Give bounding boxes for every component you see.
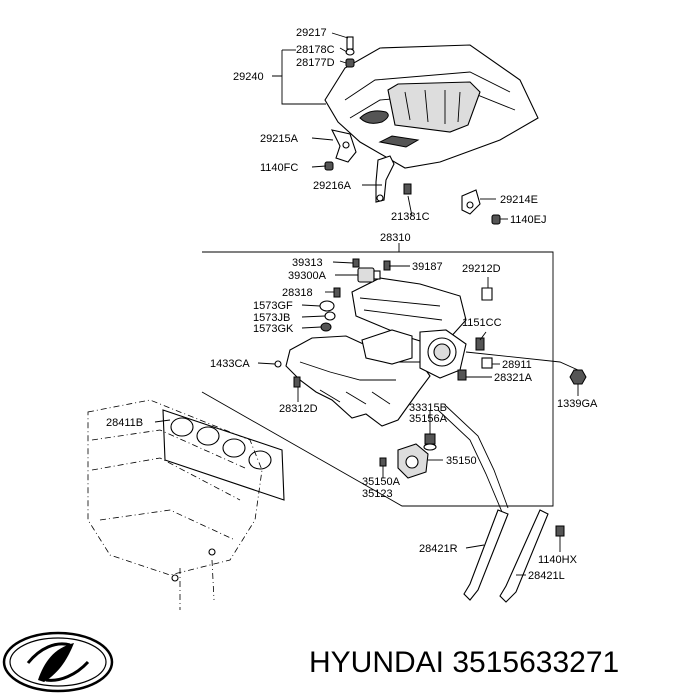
label-1433ca: 1433CA bbox=[210, 358, 250, 370]
label-29214e: 29214E bbox=[500, 194, 538, 206]
label-29217: 29217 bbox=[296, 27, 327, 39]
collar-28177d bbox=[345, 58, 355, 68]
bolt-1140hx bbox=[555, 525, 565, 537]
label-28312d: 28312D bbox=[279, 403, 318, 415]
label-39300a: 39300A bbox=[288, 270, 327, 282]
label-1573gk: 1573GK bbox=[253, 323, 294, 335]
label-28421r: 28421R bbox=[419, 543, 458, 555]
label-28178c: 28178C bbox=[296, 44, 335, 56]
label-29215a: 29215A bbox=[260, 133, 299, 145]
label-39313: 39313 bbox=[292, 257, 323, 269]
label-35150: 35150 bbox=[446, 455, 477, 467]
bolt-28318 bbox=[333, 287, 341, 298]
label-28421l: 28421L bbox=[528, 570, 565, 582]
label-35123: 35123 bbox=[362, 488, 393, 500]
bolt-1140fc bbox=[324, 161, 334, 171]
seal-1573gk bbox=[320, 322, 332, 332]
bolt-28321a bbox=[457, 369, 467, 381]
label-1339ga: 1339GA bbox=[557, 398, 598, 410]
assembly-frame-28310 bbox=[201, 251, 554, 507]
bolt-29217 bbox=[346, 36, 354, 50]
label-1140hx: 1140HX bbox=[538, 554, 578, 566]
label-28310: 28310 bbox=[380, 232, 411, 244]
oring-35156a bbox=[423, 443, 437, 451]
bolt-1140ej bbox=[491, 214, 501, 225]
grommet-28178c bbox=[345, 48, 355, 56]
bracket-29216a bbox=[375, 155, 395, 203]
bolt-1433ca bbox=[274, 360, 282, 368]
label-33315b: 33315B bbox=[409, 402, 447, 414]
label-1140ej: 1140EJ bbox=[510, 214, 547, 226]
engine-cover bbox=[324, 44, 539, 169]
label-28911: 28911 bbox=[502, 359, 532, 371]
connector-33315b bbox=[424, 433, 436, 445]
bolt-39187 bbox=[383, 260, 391, 271]
cylinder-head-outline bbox=[87, 399, 263, 610]
label-28321a: 28321A bbox=[494, 372, 533, 384]
label-1573gf: 1573GF bbox=[253, 300, 293, 312]
gasket-1573gf bbox=[319, 300, 335, 312]
part-labels: 29217 28178C 28177D 29240 29215A 1140FC … bbox=[106, 27, 598, 582]
label-21381c: 21381C bbox=[391, 211, 430, 223]
screw-35150a bbox=[379, 457, 387, 467]
actuator-35150 bbox=[397, 443, 429, 479]
brand-caption: HYUNDAI 3515633271 bbox=[309, 646, 619, 679]
label-29240: 29240 bbox=[233, 71, 264, 83]
label-1151cc: 1151CC bbox=[462, 317, 502, 329]
nut-1339ga bbox=[569, 369, 587, 385]
bolt-39313 bbox=[352, 258, 360, 268]
label-35156a: 35156A bbox=[409, 413, 448, 425]
label-39187: 39187 bbox=[412, 261, 443, 273]
label-35150a: 35150A bbox=[362, 476, 401, 488]
fitting-28911 bbox=[481, 357, 493, 369]
bracket-29215a bbox=[330, 129, 357, 163]
seal-1573jb bbox=[324, 311, 336, 321]
bracket-29214e bbox=[461, 189, 481, 215]
hyundai-logo bbox=[2, 631, 114, 693]
label-28318: 28318 bbox=[282, 287, 313, 299]
stay-28421r bbox=[437, 405, 509, 601]
intake-manifold bbox=[285, 277, 467, 427]
stay-28421l bbox=[499, 509, 549, 603]
bolt-1151cc bbox=[475, 337, 485, 351]
gasket-28411b bbox=[162, 409, 285, 501]
label-28411b: 28411B bbox=[106, 417, 143, 429]
clip-29212d bbox=[481, 287, 493, 301]
label-29216a: 29216A bbox=[313, 180, 352, 192]
label-29212d: 29212D bbox=[462, 263, 501, 275]
bolt-28312d bbox=[293, 376, 301, 388]
label-1573jb: 1573JB bbox=[253, 312, 290, 324]
label-1140fc: 1140FC bbox=[260, 162, 298, 174]
bolt-21381c bbox=[403, 183, 412, 195]
label-28177d: 28177D bbox=[296, 57, 335, 69]
leader-lines bbox=[154, 32, 579, 576]
